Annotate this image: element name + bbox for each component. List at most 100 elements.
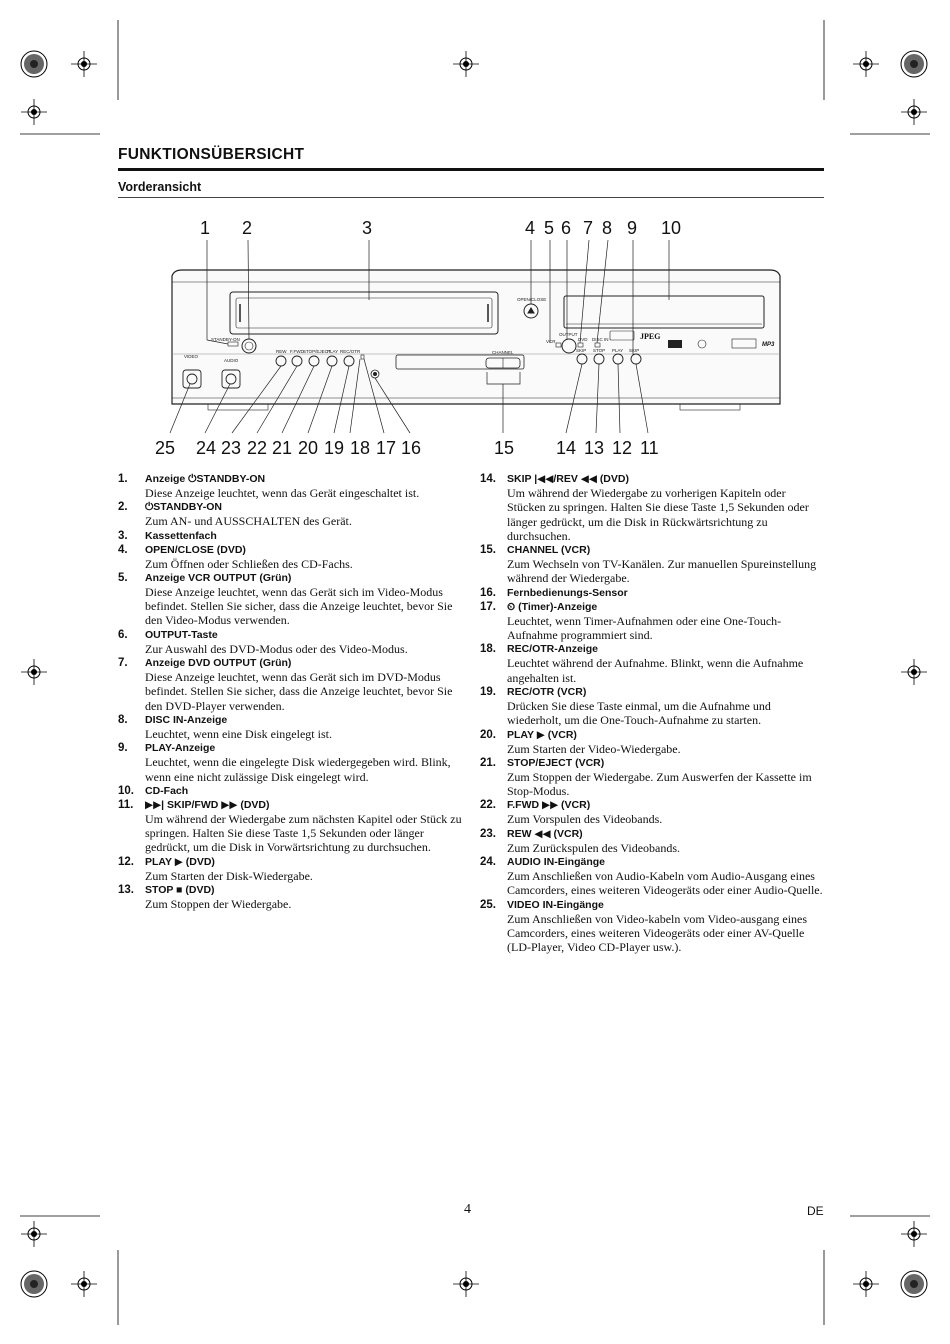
crosshair-icon <box>70 1270 98 1298</box>
callout-16: 16 <box>401 438 421 458</box>
callout-13: 13 <box>584 438 604 458</box>
callout-24: 24 <box>196 438 216 458</box>
item-number: 12. <box>118 855 134 868</box>
item-heading: OPEN/CLOSE (DVD) <box>145 543 246 556</box>
feature-item: 15.CHANNEL (VCR)Zum Wechseln von TV-Kanä… <box>480 543 825 586</box>
crosshair-icon <box>20 1220 48 1248</box>
subtitle-rule <box>118 197 824 198</box>
corner-star-icon <box>20 1270 48 1298</box>
item-number: 16. <box>480 586 496 599</box>
svg-text:VCR: VCR <box>546 339 556 344</box>
callout-6: 6 <box>561 218 571 238</box>
item-number: 14. <box>480 473 496 485</box>
item-heading: ⏲ (Timer)-Anzeige <box>507 600 598 613</box>
feature-item: 12.PLAY ▶ (DVD)Zum Starten der Disk-Wied… <box>118 855 463 883</box>
feature-item: 3.Kassettenfach <box>118 529 463 543</box>
crosshair-icon <box>852 1270 880 1298</box>
feature-item: 10. CD-Fach <box>118 784 463 798</box>
item-heading: REC/OTR (VCR) <box>507 685 587 698</box>
item-number: 23. <box>480 827 496 840</box>
feature-item: 22.F.FWD ▶▶ (VCR)Zum Vorspulen des Video… <box>480 798 825 826</box>
item-description: Diese Anzeige leuchtet, wenn das Gerät e… <box>145 486 420 500</box>
callout-15: 15 <box>494 438 514 458</box>
feature-item: 5.Anzeige VCR OUTPUT (Grün)Diese Anzeige… <box>118 571 463 628</box>
crosshair-icon <box>452 1270 480 1298</box>
callout-18: 18 <box>350 438 370 458</box>
item-heading: PLAY-Anzeige <box>145 742 216 755</box>
item-description: Drücken Sie diese Taste einmal, um die A… <box>507 698 771 728</box>
item-number: 6. <box>118 628 128 641</box>
item-number: 17. <box>480 600 496 613</box>
callout-8: 8 <box>602 218 612 238</box>
page-number: 4 <box>464 1202 471 1217</box>
item-description: Leuchtet, wenn die eingelegte Disk wiede… <box>145 755 451 784</box>
svg-text:JPEG: JPEG <box>640 332 660 341</box>
item-heading: Kassettenfach <box>145 529 217 542</box>
item-number: 4. <box>118 543 128 556</box>
leader-lines <box>169 239 670 434</box>
item-description: Zum Vorspulen des Videobands. <box>507 812 663 827</box>
item-number: 1. <box>118 473 128 485</box>
callout-3: 3 <box>362 218 372 238</box>
svg-text:DVD: DVD <box>578 337 588 342</box>
item-number: 13. <box>118 884 134 897</box>
callout-2: 2 <box>242 218 252 238</box>
item-heading: REW ◀◀ (VCR) <box>507 827 583 840</box>
item-heading: Anzeige ⏻STANDBY-ON <box>145 473 266 485</box>
svg-text:F.FWD: F.FWD <box>290 349 304 354</box>
svg-text:STOP/EJECT: STOP/EJECT <box>303 349 331 354</box>
item-heading: OUTPUT-Taste <box>145 628 218 641</box>
feature-item: 11.▶▶| SKIP/FWD ▶▶ (DVD)Um während der W… <box>118 798 463 855</box>
callout-4: 4 <box>525 218 535 238</box>
item-description: Zum AN- und AUSSCHALTEN des Gerät. <box>145 514 352 529</box>
item-description: Leuchtet, wenn Timer-Aufnahmen oder eine… <box>507 613 782 643</box>
svg-text:STOP: STOP <box>593 348 605 353</box>
item-description: Zum Wechseln von TV-Kanälen. Zur manuell… <box>507 557 817 586</box>
item-number: 24. <box>480 856 496 869</box>
callout-12: 12 <box>612 438 632 458</box>
callout-25: 25 <box>155 438 175 458</box>
item-number: 20. <box>480 728 496 741</box>
front-panel-diagram: 1 2 3 4 5 6 7 8 9 10 25 24 23 22 21 20 1… <box>155 218 781 458</box>
item-heading: AUDIO IN-Eingänge <box>507 856 606 869</box>
item-heading: PLAY ▶ (VCR) <box>507 728 577 741</box>
item-number: 10. <box>118 784 134 797</box>
item-description: Zum Stoppen der Wiedergabe. <box>145 897 292 912</box>
item-description: Leuchtet während der Aufnahme. Blinkt, w… <box>507 656 804 685</box>
item-description: Zum Öffnen oder Schließen des CD-Fachs. <box>145 556 353 571</box>
crosshair-icon <box>20 658 48 686</box>
panel-labels: STANDBY-ON VIDEO AUDIO OPEN/CLOSE OUTPUT… <box>184 297 775 363</box>
item-number: 2. <box>118 501 128 514</box>
callout-17: 17 <box>376 438 396 458</box>
item-description: Um während der Wiedergabe zu vorherigen … <box>507 486 809 543</box>
callouts-top: 1 2 3 4 5 6 7 8 9 10 <box>200 218 681 238</box>
item-description: Diese Anzeige leuchtet, wenn das Gerät s… <box>145 670 453 713</box>
crosshair-icon <box>900 658 928 686</box>
item-number: 15. <box>480 544 496 557</box>
svg-text:PLAY: PLAY <box>327 349 338 354</box>
item-heading: CD-Fach <box>145 784 189 797</box>
item-heading: STOP/EJECT (VCR) <box>507 756 605 769</box>
callout-20: 20 <box>298 438 318 458</box>
item-heading: SKIP |◀◀/REV ◀◀ (DVD) <box>507 473 629 485</box>
callout-9: 9 <box>627 218 637 238</box>
item-heading: F.FWD ▶▶ (VCR) <box>507 799 591 812</box>
item-description: Zum Anschließen von Video-kabeln vom Vid… <box>507 911 808 955</box>
feature-item: 13.STOP ■ (DVD)Zum Stoppen der Wiedergab… <box>118 883 463 911</box>
svg-text:REC/OTR: REC/OTR <box>340 349 361 354</box>
callout-19: 19 <box>324 438 344 458</box>
item-description: Um während der Wiedergabe zum nächsten K… <box>145 811 462 855</box>
item-heading: Fernbedienungs-Sensor <box>507 586 628 599</box>
svg-text:CHANNEL: CHANNEL <box>492 350 514 355</box>
item-number: 8. <box>118 713 128 726</box>
feature-item: 19.REC/OTR (VCR)Drücken Sie diese Taste … <box>480 685 825 728</box>
feature-item: 20.PLAY ▶ (VCR)Zum Starten der Video-Wie… <box>480 728 825 756</box>
callout-5: 5 <box>544 218 554 238</box>
item-description: Diese Anzeige leuchtet, wenn das Gerät s… <box>145 584 453 628</box>
item-description: Zum Stoppen der Wiedergabe. Zum Auswerfe… <box>507 769 812 799</box>
